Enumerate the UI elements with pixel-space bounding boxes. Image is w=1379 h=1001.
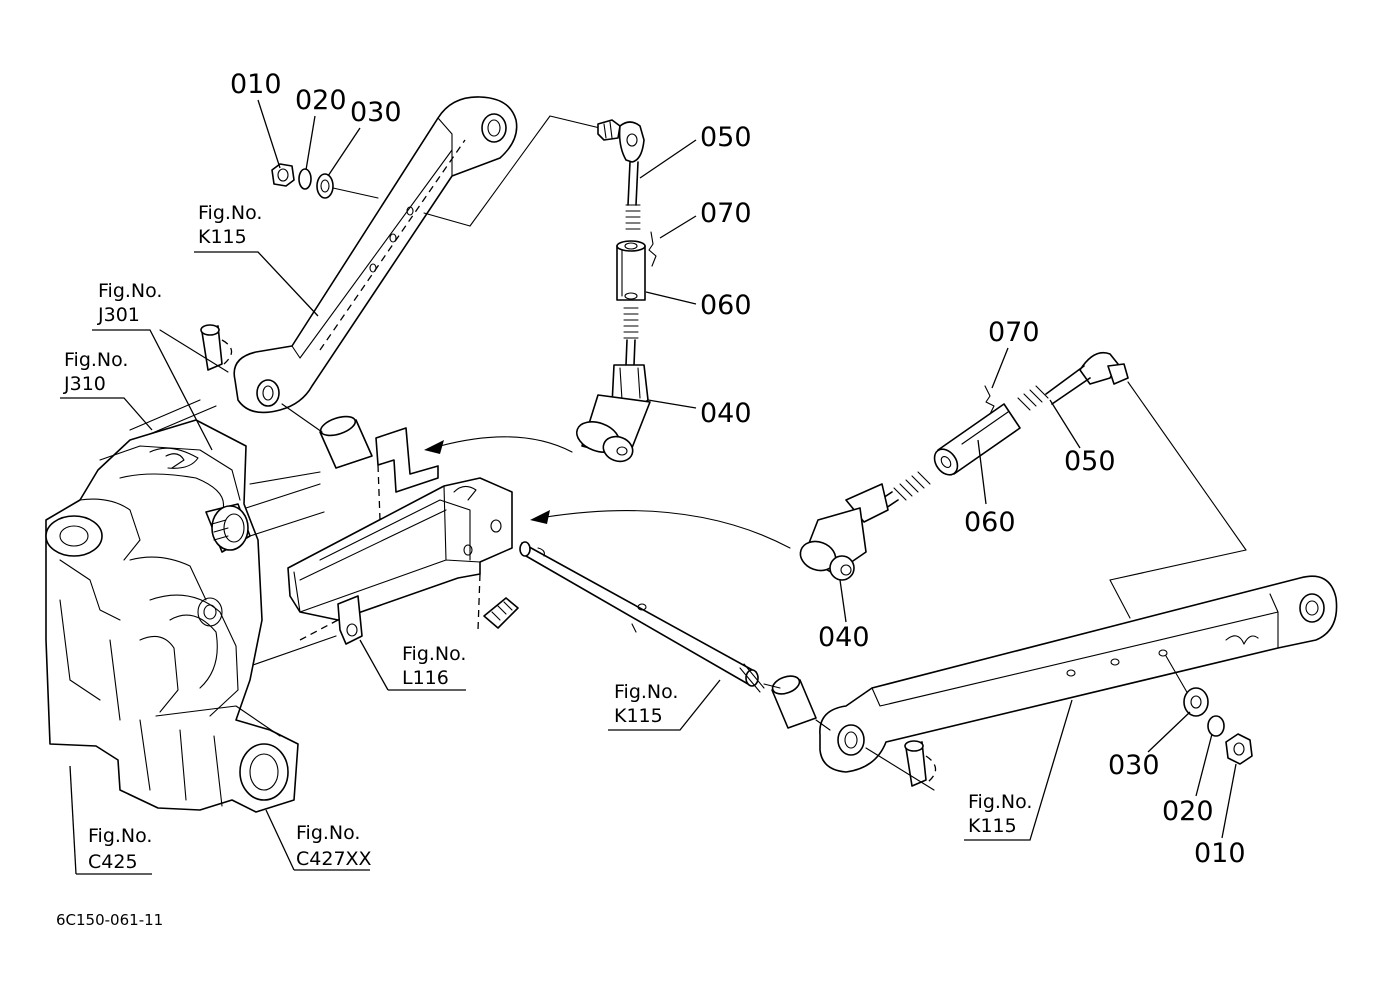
ref-j301-number: J301 bbox=[97, 304, 140, 326]
callout-top-050: 050 bbox=[700, 122, 752, 153]
upper-fasteners bbox=[271, 163, 471, 227]
lower-lift-arm bbox=[819, 381, 1338, 773]
callout-left-020: 020 bbox=[295, 85, 347, 116]
right-lift-rod bbox=[799, 351, 1129, 581]
callout-top-060: 060 bbox=[700, 290, 752, 321]
callout-top-040: 040 bbox=[700, 398, 752, 429]
arrow-head-upper bbox=[424, 440, 444, 454]
callout-bottom-020: 020 bbox=[1162, 796, 1214, 827]
ref-c427-label: Fig.No. bbox=[296, 822, 360, 844]
callout-top-070: 070 bbox=[700, 198, 752, 229]
top-lift-rod bbox=[469, 115, 657, 463]
arrow-head-lower bbox=[530, 510, 550, 524]
ref-c425-number: C425 bbox=[88, 851, 138, 873]
ref-cross-shaft-label: Fig.No. bbox=[614, 681, 678, 703]
callout-right-070: 070 bbox=[988, 317, 1040, 348]
ref-upper-arm-number: K115 bbox=[198, 226, 247, 248]
callout-right-050: 050 bbox=[1064, 446, 1116, 477]
upper-lift-arm bbox=[233, 96, 518, 414]
ref-c427-number: C427XX bbox=[296, 848, 372, 870]
callout-right-060: 060 bbox=[964, 507, 1016, 538]
cross-shaft bbox=[519, 541, 831, 731]
ref-l116-number: L116 bbox=[402, 667, 449, 689]
lower-pin bbox=[865, 740, 937, 791]
ref-c425-label: Fig.No. bbox=[88, 825, 152, 847]
diagram-code: 6C150-061-11 bbox=[56, 911, 163, 929]
transmission-housing bbox=[45, 399, 325, 813]
center-bracket bbox=[159, 324, 519, 681]
assembly-arrow-upper bbox=[439, 436, 573, 453]
callout-bottom-030: 030 bbox=[1108, 750, 1160, 781]
ref-l116-label: Fig.No. bbox=[402, 643, 466, 665]
ref-lower-arm-label: Fig.No. bbox=[968, 791, 1032, 813]
ref-cross-shaft-number: K115 bbox=[614, 705, 663, 727]
callout-left-030: 030 bbox=[350, 97, 402, 128]
assembly-arrow-lower bbox=[545, 510, 791, 549]
callout-left-010: 010 bbox=[230, 69, 282, 100]
ref-j310-number: J310 bbox=[63, 373, 106, 395]
lower-fasteners bbox=[1165, 655, 1253, 765]
callout-bottom-010: 010 bbox=[1194, 838, 1246, 869]
ref-upper-arm-label: Fig.No. bbox=[198, 202, 262, 224]
ref-lower-arm-number: K115 bbox=[968, 815, 1017, 837]
ref-j310-label: Fig.No. bbox=[64, 349, 128, 371]
ref-j301-label: Fig.No. bbox=[98, 280, 162, 302]
callout-right-040: 040 bbox=[818, 622, 870, 653]
leader-lines bbox=[60, 99, 1237, 875]
